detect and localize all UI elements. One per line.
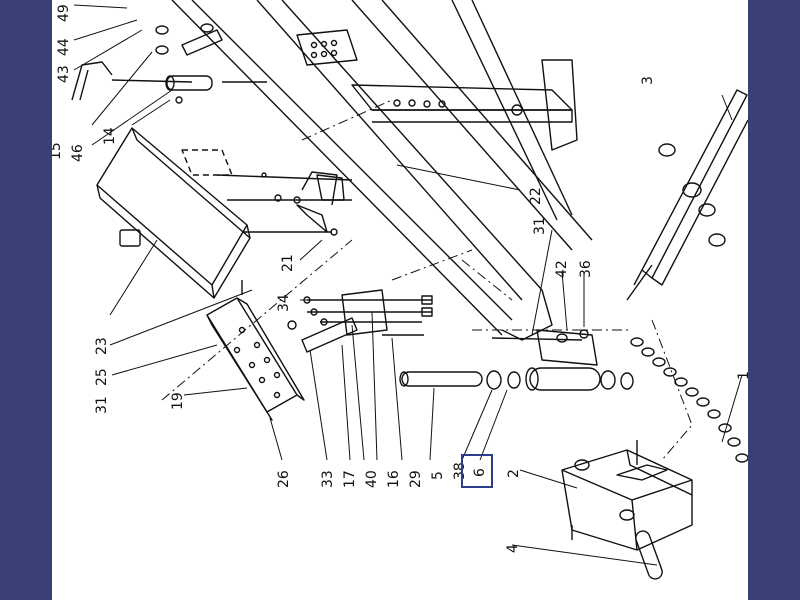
label-23: 23 xyxy=(94,337,110,355)
label-38: 38 xyxy=(452,462,468,480)
label-22: 22 xyxy=(528,187,544,205)
bolt-set xyxy=(287,289,433,353)
label-14: 14 xyxy=(102,127,118,145)
chain xyxy=(630,337,748,463)
label-44: 44 xyxy=(56,38,72,56)
label-4: 4 xyxy=(505,544,521,553)
parts-diagram-sheet: 49 44 43 15 46 14 3 22 31 42 36 21 23 34… xyxy=(52,0,748,600)
leader-lines xyxy=(73,4,743,566)
pivot-pin xyxy=(399,329,634,391)
label-43: 43 xyxy=(56,65,72,83)
label-5: 5 xyxy=(430,471,446,480)
hole-plate xyxy=(296,29,358,66)
label-19: 19 xyxy=(170,392,186,410)
storage-box xyxy=(96,127,251,299)
label-21: 21 xyxy=(280,254,296,272)
label-15: 15 xyxy=(52,142,64,160)
label-29: 29 xyxy=(408,470,424,488)
label-31-left: 31 xyxy=(94,396,110,414)
exploded-parts-diagram: 49 44 43 15 46 14 3 22 31 42 36 21 23 34… xyxy=(52,0,748,580)
label-16: 16 xyxy=(386,470,402,488)
bracket-21 xyxy=(216,171,353,236)
handle-pin-assembly xyxy=(71,23,267,104)
label-49: 49 xyxy=(56,4,72,22)
label-33: 33 xyxy=(320,470,336,488)
label-1: 1 xyxy=(736,371,748,380)
label-26: 26 xyxy=(276,470,292,488)
main-frame-beam xyxy=(171,0,593,341)
side-beam-3 xyxy=(626,89,748,301)
label-25: 25 xyxy=(94,368,110,386)
label-34: 34 xyxy=(276,294,292,312)
label-2: 2 xyxy=(506,469,522,478)
label-42: 42 xyxy=(554,260,570,278)
label-6: 6 xyxy=(472,468,488,477)
label-31-top: 31 xyxy=(532,217,548,235)
label-3: 3 xyxy=(640,76,656,85)
label-36: 36 xyxy=(578,260,594,278)
highlight-box-part-6 xyxy=(461,454,493,488)
label-46: 46 xyxy=(70,144,86,162)
label-17: 17 xyxy=(342,470,358,488)
label-40: 40 xyxy=(364,470,380,488)
part-labels: 49 44 43 15 46 14 3 22 31 42 36 21 23 34… xyxy=(52,4,748,553)
square-tube xyxy=(351,59,578,151)
hitch-bracket xyxy=(561,440,693,580)
centerlines xyxy=(161,99,693,461)
